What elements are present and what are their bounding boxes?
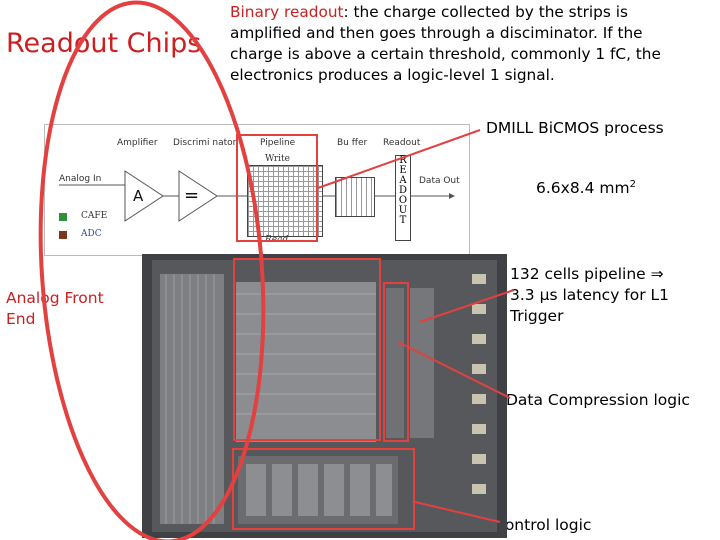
control-highlight xyxy=(232,448,415,530)
disc-symbol: = xyxy=(184,185,200,206)
afe-text: Analog Front End xyxy=(6,289,104,328)
pipeline-note-line2: 3.3 μs latency for L1 Trigger xyxy=(510,286,670,325)
discriminator-label: Discrimi nator xyxy=(173,138,237,148)
intro-paragraph: Binary readout: the charge collected by … xyxy=(230,2,700,86)
process-note: DMILL BiCMOS process xyxy=(486,119,664,137)
readout-letter: D xyxy=(398,185,408,196)
data-out-label: Data Out xyxy=(419,176,460,186)
readout-label: Readout xyxy=(383,138,421,148)
control-note: Control logic xyxy=(494,516,592,534)
slide-title: Readout Chips xyxy=(6,28,202,59)
readout-letter: U xyxy=(398,205,408,216)
pipeline-highlight-chip xyxy=(233,258,381,441)
cafe-swatch xyxy=(59,213,67,221)
readout-letter: O xyxy=(398,195,408,206)
chip-size-text: 6.6x8.4 mm xyxy=(536,179,630,198)
amplifier-label: Amplifier xyxy=(117,138,158,148)
readout-block: R E A D O U T xyxy=(395,155,411,241)
analog-in-label: Analog In xyxy=(59,174,102,184)
pipeline-note: 132 cells pipeline ⇒ 3.3 μs latency for L… xyxy=(510,264,710,327)
arrow-icon: ⇒ xyxy=(650,265,664,283)
chip-size-sup: 2 xyxy=(629,179,636,190)
pipeline-highlight-top xyxy=(236,134,318,242)
adc-swatch xyxy=(59,231,67,239)
adc-label: ADC xyxy=(81,229,102,239)
readout-letter: T xyxy=(399,215,407,226)
intro-highlight: Binary readout xyxy=(230,3,344,21)
pipeline-label: Pipeline xyxy=(260,138,296,148)
compression-highlight xyxy=(383,282,409,442)
cafe-label: CAFE xyxy=(81,211,108,221)
write-label: Write xyxy=(265,154,290,164)
amp-symbol: A xyxy=(133,187,144,205)
chip-size-note: 6.6x8.4 mm2 xyxy=(536,174,636,199)
compression-note: Data Compression logic xyxy=(506,391,690,409)
intro-text: : the charge collected by the strips is … xyxy=(230,3,661,84)
pipeline-note-line1: 132 cells pipeline xyxy=(510,265,651,283)
buffer-label: Bu ffer xyxy=(337,138,368,148)
analog-front-end-note: Analog Front End xyxy=(6,288,106,330)
buffer-block xyxy=(335,177,375,217)
